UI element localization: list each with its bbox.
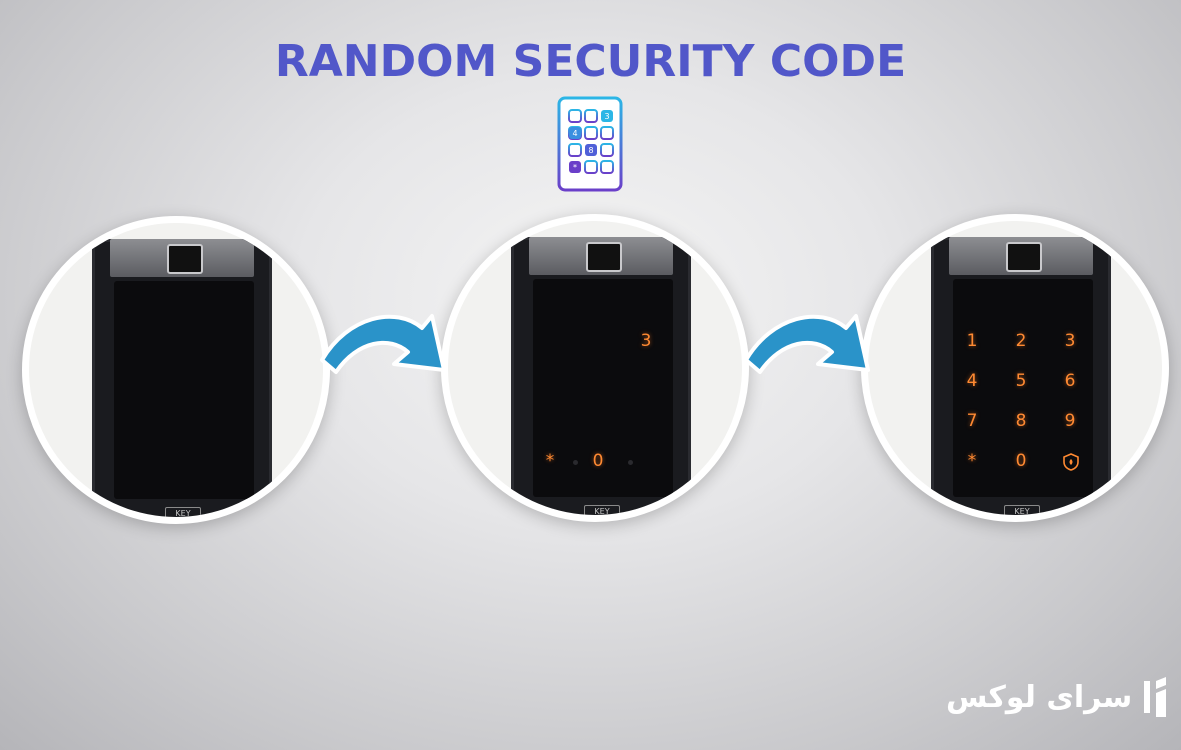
lock-view-off: KEY (22, 216, 330, 524)
keypad-icon: 3 4 8 * (557, 96, 623, 192)
fingerprint-sensor (167, 244, 203, 274)
logo-digit: 4 (572, 129, 577, 138)
keypad-digit: 3 (640, 331, 652, 351)
door-lock: KEY (92, 239, 272, 517)
keypad-panel: 1 2 3 4 5 6 7 8 9 * 0 (953, 279, 1093, 497)
fingerprint-sensor (586, 242, 622, 272)
fingerprint-sensor (1006, 242, 1042, 272)
page-title: RANDOM SECURITY CODE (274, 36, 907, 87)
key-label: KEY (165, 507, 201, 517)
keypad-digit: 7 (966, 411, 978, 431)
brand-name: سرای لوکس (946, 679, 1133, 715)
door-lock: 1 2 3 4 5 6 7 8 9 * 0 KEY (931, 237, 1111, 515)
keypad-digit: 8 (1015, 411, 1027, 431)
brand-mark-icon (1144, 677, 1167, 717)
keypad-digit: * (545, 451, 555, 471)
keypad-digit: 2 (1015, 331, 1027, 351)
lock-view-random: 3 * 0 KEY (441, 214, 749, 522)
keypad-digit: * (967, 451, 977, 471)
keypad-digit: 0 (592, 451, 604, 471)
logo-digit: 3 (604, 112, 609, 121)
brand-logo: سرای لوکس (946, 672, 1170, 722)
keypad-digit: 1 (966, 331, 978, 351)
key-label: KEY (1004, 505, 1040, 515)
keypad-digit: 4 (966, 371, 978, 391)
keypad-digit: 5 (1015, 371, 1027, 391)
keypad-digit: 0 (1015, 451, 1027, 471)
lock-head (529, 237, 673, 275)
key-label: KEY (584, 505, 620, 515)
lock-shield-icon (1063, 453, 1079, 471)
lock-head (949, 237, 1093, 275)
keypad-digit: 3 (1064, 331, 1076, 351)
svg-text:*: * (573, 163, 577, 172)
logo-digit: 8 (588, 146, 593, 155)
door-lock: 3 * 0 KEY (511, 237, 691, 515)
lock-head (110, 239, 254, 277)
keypad-digit: 9 (1064, 411, 1076, 431)
keypad-digit: 6 (1064, 371, 1076, 391)
lock-view-full: 1 2 3 4 5 6 7 8 9 * 0 KEY (861, 214, 1169, 522)
keypad-panel (114, 281, 254, 499)
keypad-panel: 3 * 0 (533, 279, 673, 497)
curved-arrow-icon (320, 314, 446, 374)
curved-arrow-icon (744, 314, 870, 374)
